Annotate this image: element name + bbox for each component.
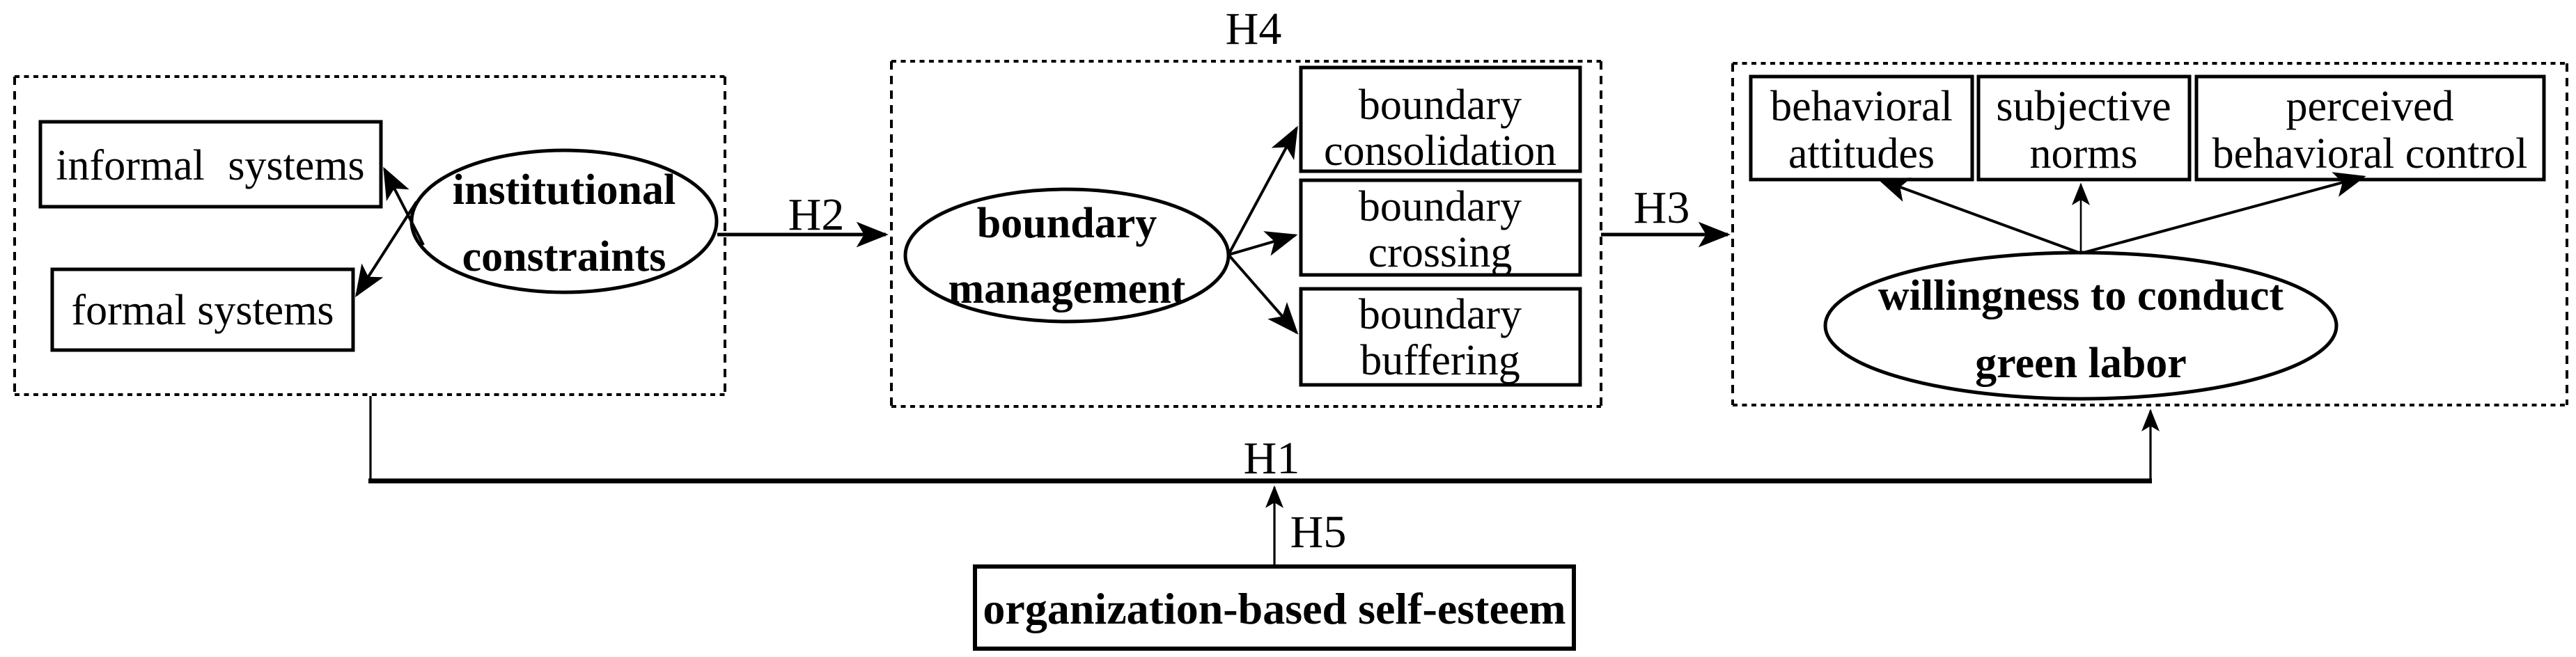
boundary-buffering-label-line2: buffering (1360, 337, 1520, 384)
boundary-consolidation-label-line1: boundary (1359, 81, 1522, 129)
behavioral-attitudes-label-line1: behavioral (1770, 83, 1953, 130)
arrow-management-to-consolidation (1227, 125, 1298, 255)
h1-label: H1 (1244, 433, 1300, 484)
organization-based-self-esteem-label: organization-based self-esteem (983, 584, 1566, 633)
subjective-norms-label-line2: norms (2030, 130, 2138, 177)
outcomes-group-frame (1731, 62, 2568, 406)
h4-label: H4 (1226, 3, 1282, 54)
boundary-crossing-box (1299, 178, 1582, 277)
perceived-behavioral-control-box (2194, 74, 2546, 182)
perceived-behavioral-control-label-line2: behavioral control (2212, 130, 2528, 177)
institutional-frame-vertical-edges (13, 77, 726, 395)
h5-label: H5 (1290, 507, 1347, 557)
arrow-willingness-to-attitudes (1877, 177, 2082, 255)
arrow-constraints-to-informal (383, 166, 425, 246)
arrow-constraints-to-formal (355, 200, 418, 298)
behavioral-attitudes-box (1749, 74, 1974, 182)
behavioral-attitudes-label-line2: attitudes (1788, 130, 1935, 177)
institutional-constraints-label-line1: institutional (453, 166, 676, 214)
formal-systems-box (50, 267, 355, 352)
arrow-management-to-crossing (1228, 231, 1298, 256)
h3-label: H3 (1634, 182, 1690, 233)
institutional-group-frame (13, 75, 726, 396)
arrow-management-to-buffering (1227, 253, 1299, 335)
boundary-consolidation-label-line2: consolidation (1324, 127, 1556, 175)
boundary-management-label-line1: boundary (977, 200, 1157, 247)
boundary-buffering-box (1299, 287, 1582, 387)
arrow-willingness-to-control (2080, 172, 2366, 255)
h2-label: H2 (788, 189, 845, 240)
organization-based-self-esteem-box (973, 564, 1576, 651)
informal-systems-box (38, 120, 383, 209)
subjective-norms-label-line1: subjective (1996, 83, 2171, 130)
perceived-behavioral-control-label-line1: perceived (2286, 83, 2454, 130)
boundary-management-label-line2: management (949, 265, 1186, 312)
boundary-crossing-label-line2: crossing (1368, 229, 1513, 276)
outcomes-frame-vertical-edges (1731, 63, 2568, 405)
boundary-buffering-label-line1: boundary (1359, 291, 1522, 338)
willingness-label-line1: willingness to conduct (1878, 272, 2284, 319)
subjective-norms-box (1976, 74, 2192, 182)
informal-systems-label: informal systems (56, 142, 364, 189)
formal-systems-label: formal systems (71, 287, 334, 334)
boundary-consolidation-box (1299, 65, 1582, 173)
outcomes-frame-horizontal-edges (1733, 62, 2567, 406)
boundary-crossing-label-line1: boundary (1359, 183, 1522, 230)
institutional-constraints-label-line2: constraints (462, 233, 666, 280)
willingness-label-line2: green labor (1975, 340, 2187, 387)
